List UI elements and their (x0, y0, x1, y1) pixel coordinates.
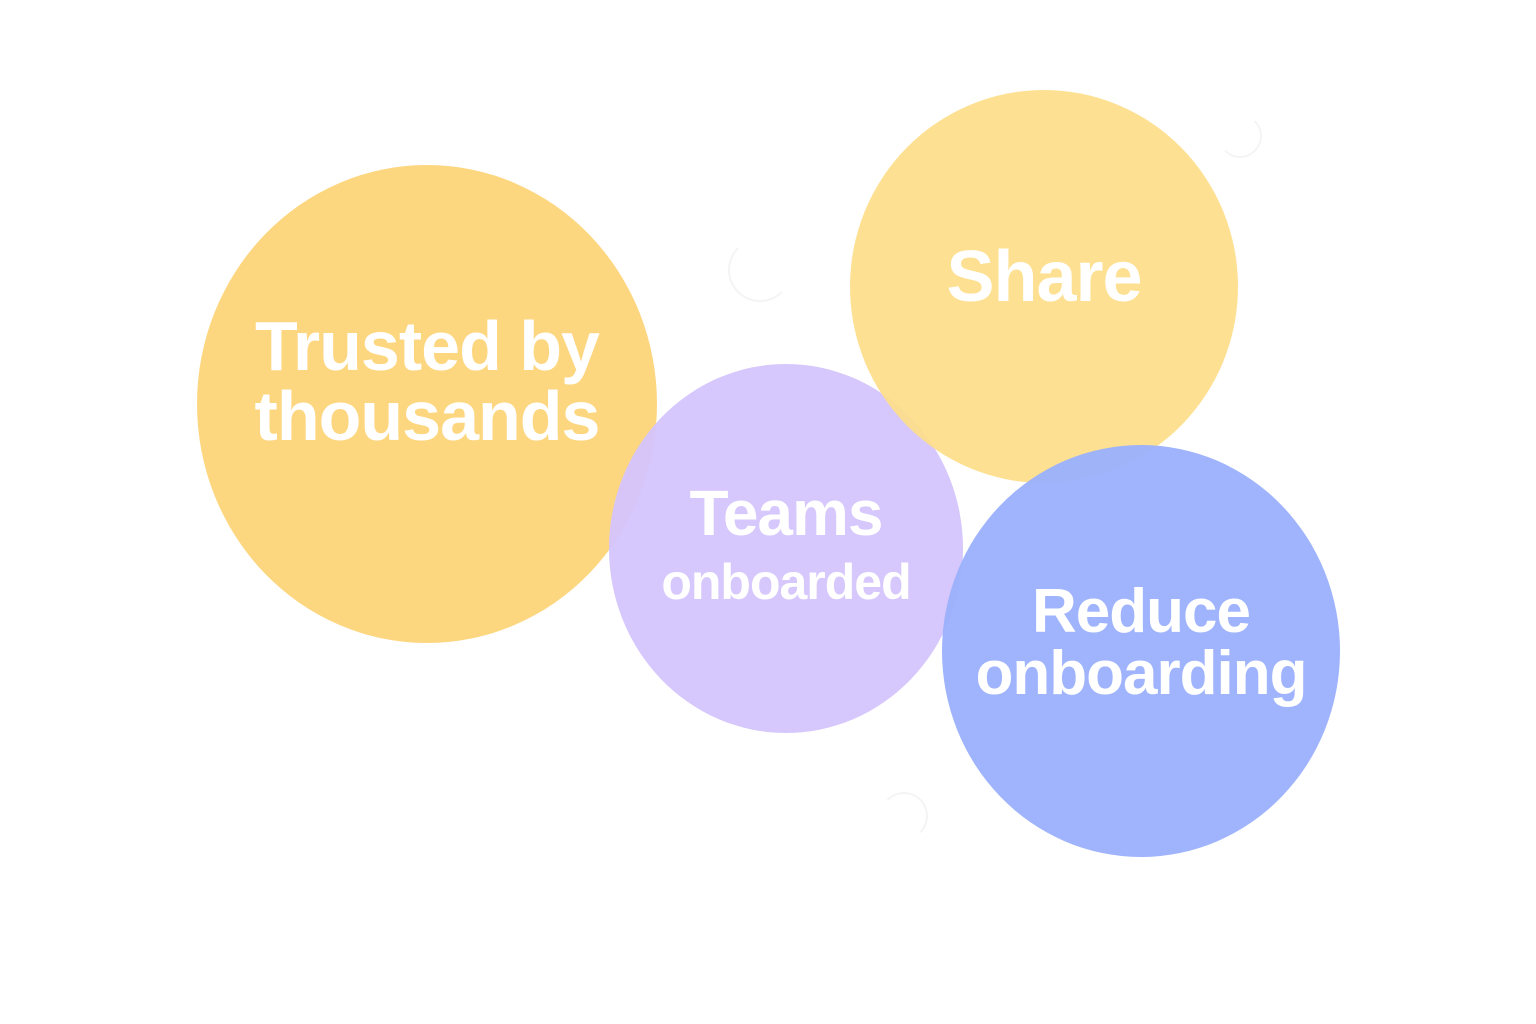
bubble-teams-onboarded: Teams onboarded (609, 364, 963, 733)
bubble-label-line: Reduce (1032, 577, 1251, 646)
bubble-share: Share (850, 90, 1238, 483)
bubble-label-line: thousands (254, 376, 601, 455)
bubble-title: Teams (689, 476, 883, 549)
bubble-trusted-by-thousands: Trusted by thousands (197, 165, 657, 643)
bubble-subtitle: onboarded (661, 553, 911, 610)
faint-ring-decoration (1218, 114, 1262, 158)
bubble-label-line: onboarding (975, 639, 1308, 708)
faint-ring-decoration (880, 792, 928, 840)
bubble-label-line: Trusted by (255, 306, 600, 385)
bubble-label: Share (946, 236, 1142, 317)
bubble-reduce-onboarding: Reduce onboarding (942, 445, 1340, 857)
faint-ring-decoration (728, 238, 792, 302)
